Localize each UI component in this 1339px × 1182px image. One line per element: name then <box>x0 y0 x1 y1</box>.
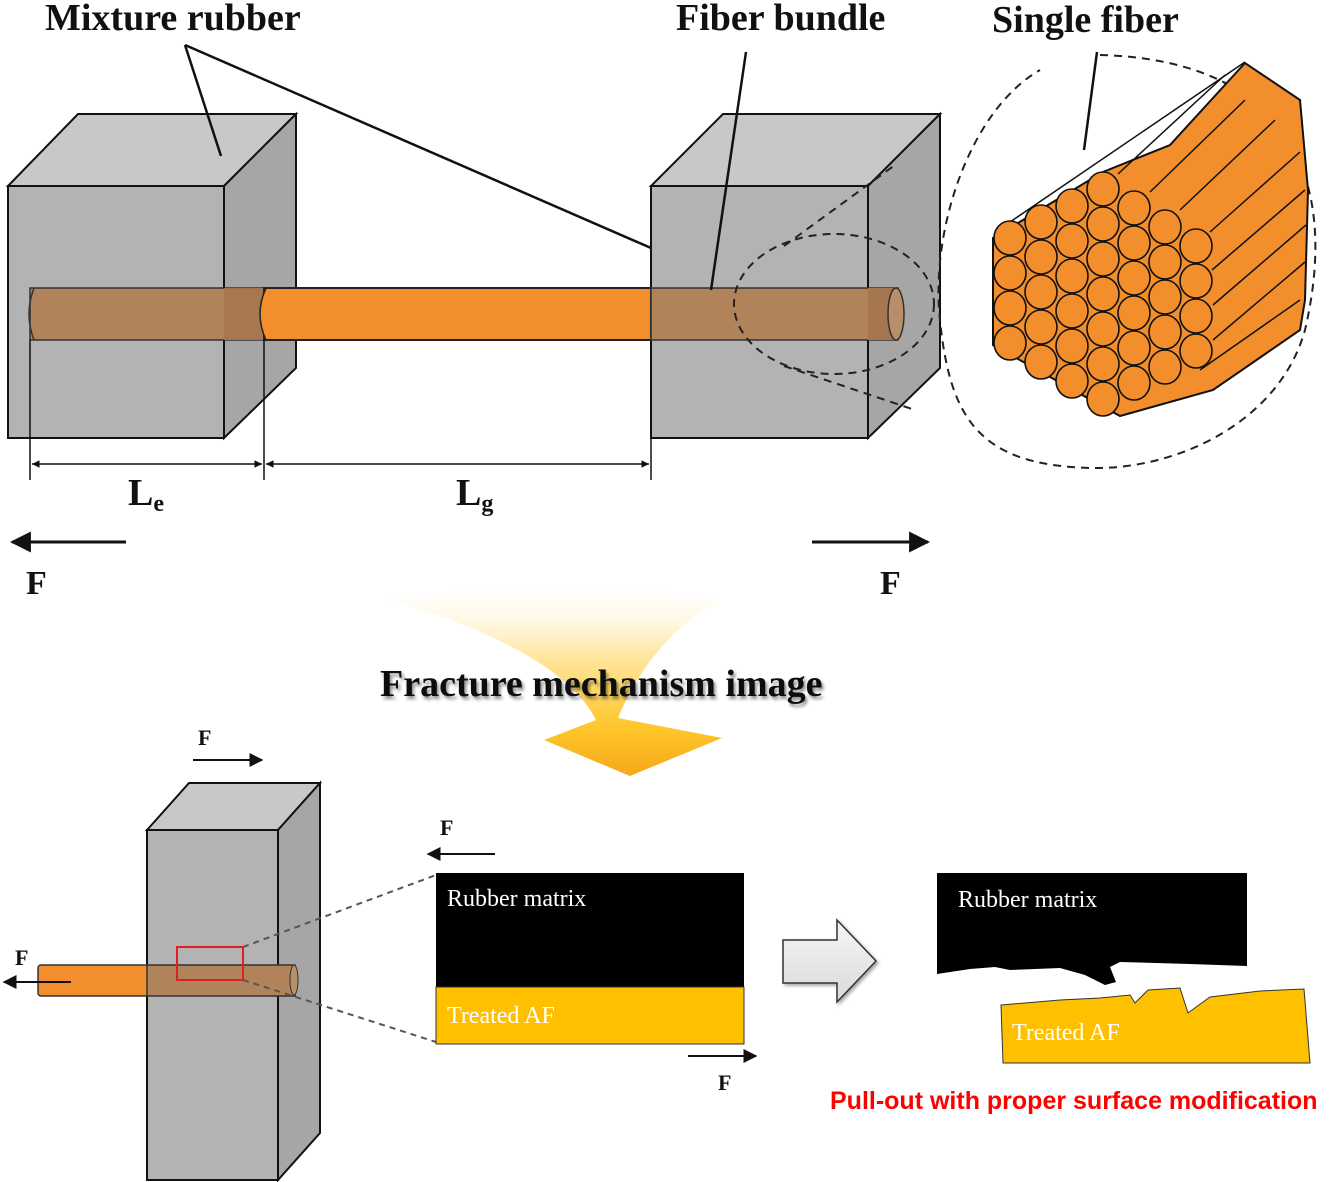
single-fiber-end <box>1055 223 1089 259</box>
bottom-rubber-block <box>144 780 323 1182</box>
single-fiber-end <box>1055 188 1089 224</box>
single-fiber-end <box>1179 228 1213 264</box>
interface-highlight-box <box>176 946 244 981</box>
leader-single-fiber <box>1082 51 1099 151</box>
lg-label: Lg <box>456 472 493 517</box>
single-fiber-end <box>1179 263 1213 299</box>
single-fiber-end <box>1024 204 1058 240</box>
treated-af-layer <box>435 986 745 1045</box>
single-fiber-end <box>1117 330 1151 366</box>
interface-bottom-force-label: F <box>718 1070 731 1095</box>
leader-fiber-bundle <box>709 51 748 291</box>
fiber-force-label: F <box>15 945 28 970</box>
fiber-extrusion-line <box>1199 299 1301 371</box>
fiber-extrusion-line <box>1009 61 1246 223</box>
interface-top-force-label: F <box>440 815 453 840</box>
single-fiber-end <box>1148 314 1182 350</box>
fiber-extrusion-line <box>1149 99 1246 193</box>
fiber-extrusion-line <box>1212 261 1306 341</box>
le-label: Le <box>128 472 164 517</box>
fiber-extrusion-line <box>1212 224 1307 306</box>
bottom-fiber-exposed <box>37 964 149 997</box>
force-label-left: F <box>26 565 47 602</box>
single-fiber-end <box>1117 260 1151 296</box>
rubber-matrix-block <box>436 873 744 987</box>
leader-mixture-rubber-right <box>184 43 652 250</box>
single-fiber-end <box>993 255 1027 291</box>
dimension-lines <box>29 340 652 480</box>
single-fiber-end <box>1117 190 1151 226</box>
single-fiber-end <box>1148 279 1182 315</box>
pull-out-caption: Pull-out with proper surface modificatio… <box>830 1087 1318 1115</box>
interface-after-panel: Rubber matrix Treated AF <box>937 873 1311 1064</box>
single-fiber-end <box>1117 295 1151 331</box>
fiber-extrusion-line <box>1211 189 1306 271</box>
rubber-matrix-label: Rubber matrix <box>447 886 586 912</box>
fiber-extrusion-line <box>1179 119 1276 211</box>
single-fiber-end <box>1055 363 1089 399</box>
bottom-fracture-illustration: F F F Rubber matrix Treated AF F Rubber … <box>2 725 1318 1182</box>
fiber-extrusion-line <box>1117 74 1226 175</box>
result-arrow-icon <box>782 918 878 1004</box>
right-rubber-block <box>648 111 943 441</box>
mixture-rubber-label: Mixture rubber <box>45 0 301 39</box>
fiber-bundle-rod <box>28 233 935 375</box>
single-fiber-end <box>1024 344 1058 380</box>
single-fiber-end <box>1086 241 1120 277</box>
fiber-bundle-label: Fiber bundle <box>676 0 885 39</box>
left-rubber-block <box>5 111 299 441</box>
leader-lines <box>183 43 1099 291</box>
single-fiber-end <box>1148 209 1182 245</box>
single-fiber-end <box>1086 276 1120 312</box>
single-fiber-end <box>1024 309 1058 345</box>
single-fiber-end <box>993 220 1027 256</box>
single-fiber-end <box>1086 381 1120 417</box>
fiber-extrusion-line <box>1209 151 1301 233</box>
treated-af-after-label: Treated AF <box>1012 1020 1120 1046</box>
single-fiber-end <box>1148 244 1182 280</box>
fiber-gauge-section <box>263 287 652 341</box>
force-label-right: F <box>880 565 901 602</box>
single-fiber-end <box>1055 328 1089 364</box>
single-fiber-end <box>1086 206 1120 242</box>
single-fiber-end <box>1086 171 1120 207</box>
single-fiber-end <box>1024 274 1058 310</box>
single-fiber-end <box>1179 298 1213 334</box>
bottom-fiber-rod <box>37 946 299 997</box>
rubber-matrix-after-label: Rubber matrix <box>958 887 1097 913</box>
single-fiber-end <box>1086 311 1120 347</box>
single-fiber-end <box>993 290 1027 326</box>
zoom-focus-ellipse <box>733 233 935 375</box>
single-fiber-end <box>1117 365 1151 401</box>
single-fiber-end <box>1117 225 1151 261</box>
funnel-arrow-shape <box>390 585 722 776</box>
top-pullout-specimen: Le Lg F F Mixture rubber Fiber bundle Si… <box>5 0 1317 602</box>
interface-projection-lines <box>242 874 437 1043</box>
fractured-rubber-matrix <box>937 873 1247 985</box>
treated-af-label: Treated AF <box>447 1003 555 1029</box>
single-fiber-cluster <box>992 61 1310 418</box>
single-fiber-end <box>1179 333 1213 369</box>
interface-before-panel: F Rubber matrix Treated AF F <box>426 815 758 1095</box>
single-fiber-end <box>1024 239 1058 275</box>
single-fiber-end <box>1055 293 1089 329</box>
leader-mixture-rubber-left <box>183 44 223 157</box>
single-fiber-end <box>1055 258 1089 294</box>
single-fiber-label: Single fiber <box>992 0 1179 41</box>
transition-funnel-arrow: Fracture mechanism image <box>380 585 823 776</box>
fiber-embedded-right <box>650 287 899 341</box>
single-fiber-end <box>1148 349 1182 385</box>
pulled-out-treated-af <box>1000 987 1311 1064</box>
single-fiber-end <box>1086 346 1120 382</box>
fracture-mechanism-title: Fracture mechanism image <box>380 663 823 705</box>
single-fiber-end <box>993 325 1027 361</box>
block-force-label: F <box>198 725 211 750</box>
